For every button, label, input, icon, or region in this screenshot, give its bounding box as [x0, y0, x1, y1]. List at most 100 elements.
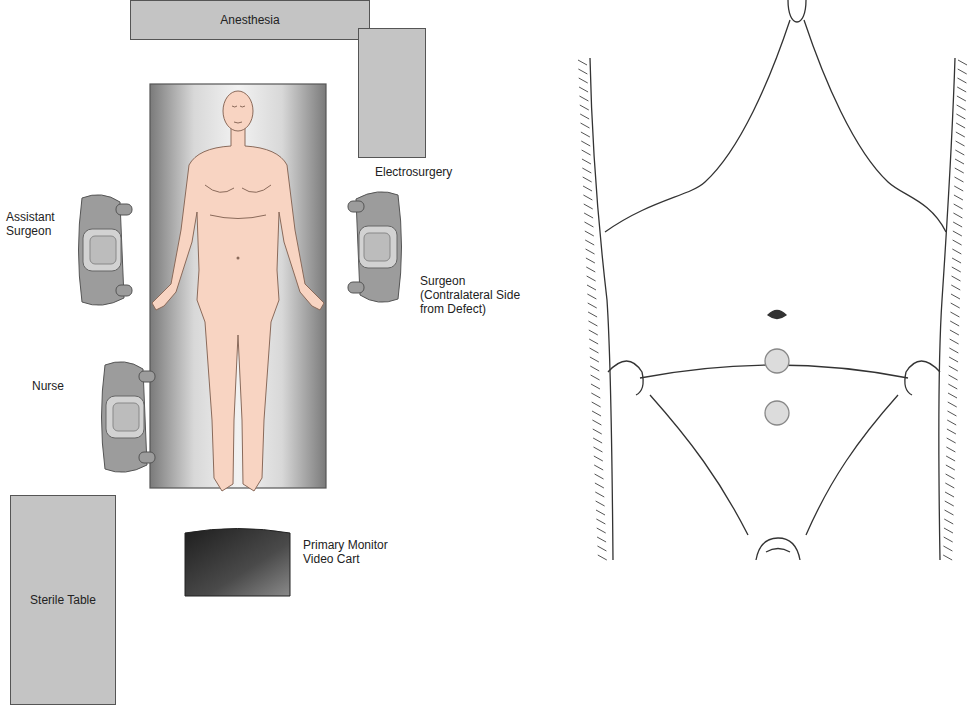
hatch-stroke — [578, 69, 587, 74]
node-label: Assistant Surgeon — [6, 210, 70, 238]
hatch-stroke — [946, 447, 955, 452]
hatch-stroke — [953, 222, 962, 227]
hatch-stroke — [588, 312, 597, 317]
cap — [113, 403, 139, 431]
hatch-stroke — [584, 222, 593, 227]
hatch-stroke — [952, 258, 961, 263]
hatch-stroke — [583, 186, 592, 191]
hatch-stroke — [944, 519, 953, 524]
hatch-stroke — [592, 411, 601, 416]
hatch-stroke — [955, 159, 964, 164]
hand — [348, 282, 364, 293]
surgeon: Surgeon (Contralateral Side from Defect) — [338, 190, 538, 350]
hatch-stroke — [952, 276, 961, 281]
node-label: Sterile Table — [29, 495, 97, 607]
hatch-stroke — [589, 330, 598, 335]
hatch-stroke — [596, 510, 605, 515]
hatch-stroke — [953, 240, 962, 245]
node-label: Surgeon (Contralateral Side from Defect) — [420, 274, 535, 316]
hatch-stroke — [951, 285, 960, 290]
hatch-stroke — [581, 132, 590, 137]
hatch-stroke — [946, 456, 955, 461]
hatch-stroke — [957, 105, 966, 110]
hatch-stroke — [947, 411, 956, 416]
hatch-stroke — [587, 276, 596, 281]
hatch-stroke — [586, 249, 595, 254]
hatch-stroke — [587, 285, 596, 290]
hatch-stroke — [946, 465, 955, 470]
box-outline — [11, 496, 116, 705]
hatch-stroke — [956, 141, 965, 146]
hatch-stroke — [594, 465, 603, 470]
hatch-stroke — [952, 267, 961, 272]
hatch-stroke — [953, 231, 962, 236]
hatch-stroke — [591, 384, 600, 389]
hatch-stroke — [585, 240, 594, 245]
hatch-stroke — [956, 132, 965, 137]
hatch-stroke — [943, 546, 952, 551]
hand — [139, 371, 155, 382]
hatch-stroke — [950, 321, 959, 326]
hatch-stroke — [598, 555, 607, 560]
hand — [116, 285, 132, 296]
hatch-stroke — [956, 114, 965, 119]
hatch-stroke — [947, 420, 956, 425]
patient-figure — [152, 91, 324, 491]
hatch-stroke — [586, 267, 595, 272]
hatch-stroke — [948, 393, 957, 398]
person-icon — [348, 192, 402, 302]
nurse: Nurse — [20, 365, 150, 473]
hatch-stroke — [588, 321, 597, 326]
surgeon-shape — [338, 190, 538, 350]
hatch-stroke — [594, 456, 603, 461]
hatch-stroke — [582, 150, 591, 155]
hatch-stroke — [951, 303, 960, 308]
hatch-stroke — [590, 348, 599, 353]
hatch-stroke — [949, 366, 958, 371]
monitor-video-cart: Primary Monitor Video Cart — [185, 526, 420, 600]
hatch-stroke — [955, 168, 964, 173]
hatch-stroke — [579, 78, 588, 83]
hatch-stroke — [590, 366, 599, 371]
hatch-stroke — [953, 213, 962, 218]
hatch-stroke — [958, 69, 967, 74]
abdomen-illustration — [590, 0, 955, 560]
sterile-table: Sterile Table — [10, 495, 116, 705]
hatch-stroke — [957, 78, 966, 83]
hatch-stroke — [950, 339, 959, 344]
hatch-stroke — [950, 312, 959, 317]
anesthesia-box: Anesthesia — [130, 0, 370, 40]
hatch-stroke — [583, 177, 592, 182]
hatch-stroke — [587, 294, 596, 299]
hand — [116, 204, 132, 215]
hatch-stroke — [943, 555, 952, 560]
hatch-stroke — [596, 501, 605, 506]
electrosurgery-unit: Electrosurgery — [358, 28, 488, 190]
hatch-stroke — [955, 150, 964, 155]
hatch-stroke — [584, 204, 593, 209]
hatch-stroke — [946, 474, 955, 479]
hatch-stroke — [949, 357, 958, 362]
skin-hatching — [578, 60, 967, 560]
hatch-stroke — [947, 438, 956, 443]
hatch-stroke — [597, 546, 606, 551]
box-outline — [359, 29, 426, 158]
hatch-stroke — [595, 492, 604, 497]
hatch-stroke — [579, 87, 588, 92]
hatch-stroke — [580, 114, 589, 119]
assistant-surgeon: Assistant Surgeon — [0, 190, 145, 315]
hatch-stroke — [582, 168, 591, 173]
hatch-stroke — [951, 294, 960, 299]
cap — [90, 236, 116, 264]
hatch-stroke — [591, 375, 600, 380]
hatch-stroke — [945, 510, 954, 515]
hatch-stroke — [945, 501, 954, 506]
head — [106, 396, 144, 438]
hatch-stroke — [585, 231, 594, 236]
cap — [364, 233, 390, 261]
hatch-stroke — [957, 87, 966, 92]
node-label: Nurse — [32, 379, 92, 393]
hatch-stroke — [593, 438, 602, 443]
